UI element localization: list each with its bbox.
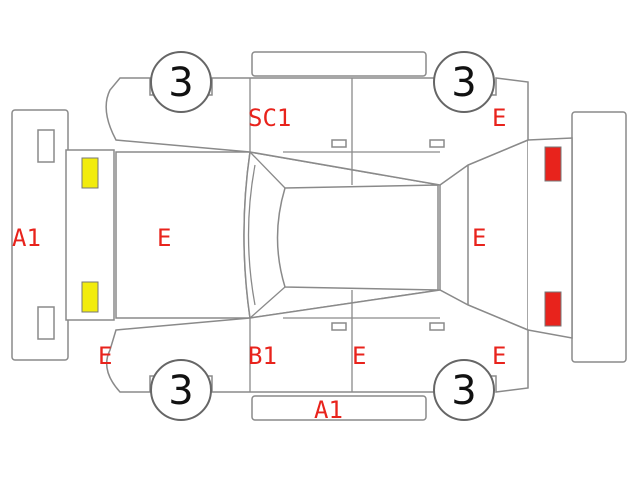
wheel-front-right-label: 3 [168, 368, 193, 414]
code-hood: E [157, 224, 171, 252]
rear-bumper [571, 111, 627, 363]
wheel-front-left: 3 [150, 51, 212, 113]
code-trunk: E [472, 224, 486, 252]
cabin [243, 151, 469, 319]
code-right-front-door: E [352, 342, 366, 370]
front-headlamp-top [81, 157, 99, 189]
rear-lamp-top [544, 146, 562, 182]
code-right-side-sill: A1 [314, 396, 343, 424]
code-front-bumper: A1 [12, 224, 41, 252]
code-rear-left-quarter: E [492, 104, 506, 132]
wheel-front-right: 3 [150, 359, 212, 421]
code-pillar-right: B1 [248, 342, 277, 370]
left-side [105, 77, 529, 186]
code-roof-front-left: SC1 [248, 104, 291, 132]
wheel-front-left-label: 3 [168, 60, 193, 106]
wheel-rear-right-label: 3 [451, 368, 476, 414]
right-side-sill [251, 395, 427, 421]
front-headlamp-bottom [81, 281, 99, 313]
hood [115, 151, 251, 319]
right-side [105, 289, 529, 393]
trunk [467, 137, 573, 339]
wheel-rear-left-label: 3 [451, 60, 476, 106]
rear-lamp-bottom [544, 291, 562, 327]
code-front-right-fender: E [98, 342, 112, 370]
wheel-rear-right: 3 [433, 359, 495, 421]
left-roof-rail [251, 51, 427, 77]
front-panel [65, 149, 115, 321]
wheel-rear-left: 3 [433, 51, 495, 113]
code-rear-right-quarter: E [492, 342, 506, 370]
